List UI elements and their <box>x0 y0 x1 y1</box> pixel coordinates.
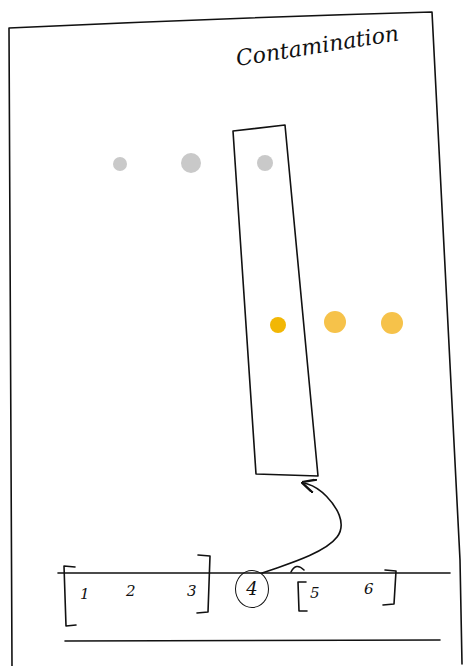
mark <box>291 566 304 572</box>
band-outline <box>232 124 320 480</box>
bracket <box>383 570 396 605</box>
grey-spot <box>113 157 127 171</box>
lane-circle: 4 <box>235 570 269 608</box>
lane-number: 3 <box>187 582 197 600</box>
lane-number: 2 <box>126 582 136 600</box>
yellow-spot <box>270 317 286 333</box>
plate-outline <box>9 12 462 666</box>
lane-number: 5 <box>310 584 320 602</box>
bracket <box>64 566 76 626</box>
region-label: Contamination <box>234 21 401 71</box>
lane-number: 6 <box>364 580 374 598</box>
arrow <box>261 483 341 573</box>
spots <box>113 153 403 334</box>
contamination-band: Contamination <box>232 124 320 480</box>
grey-spot <box>181 153 201 173</box>
lane-number: 1 <box>80 585 90 603</box>
bracket <box>197 555 210 613</box>
grey-spot <box>257 155 273 171</box>
lane-number: 4 <box>246 580 257 598</box>
bracket <box>298 582 307 611</box>
baseline <box>58 572 450 574</box>
yellow-spot <box>324 311 346 333</box>
yellow-spot <box>381 312 403 334</box>
bottom-line <box>65 640 440 641</box>
